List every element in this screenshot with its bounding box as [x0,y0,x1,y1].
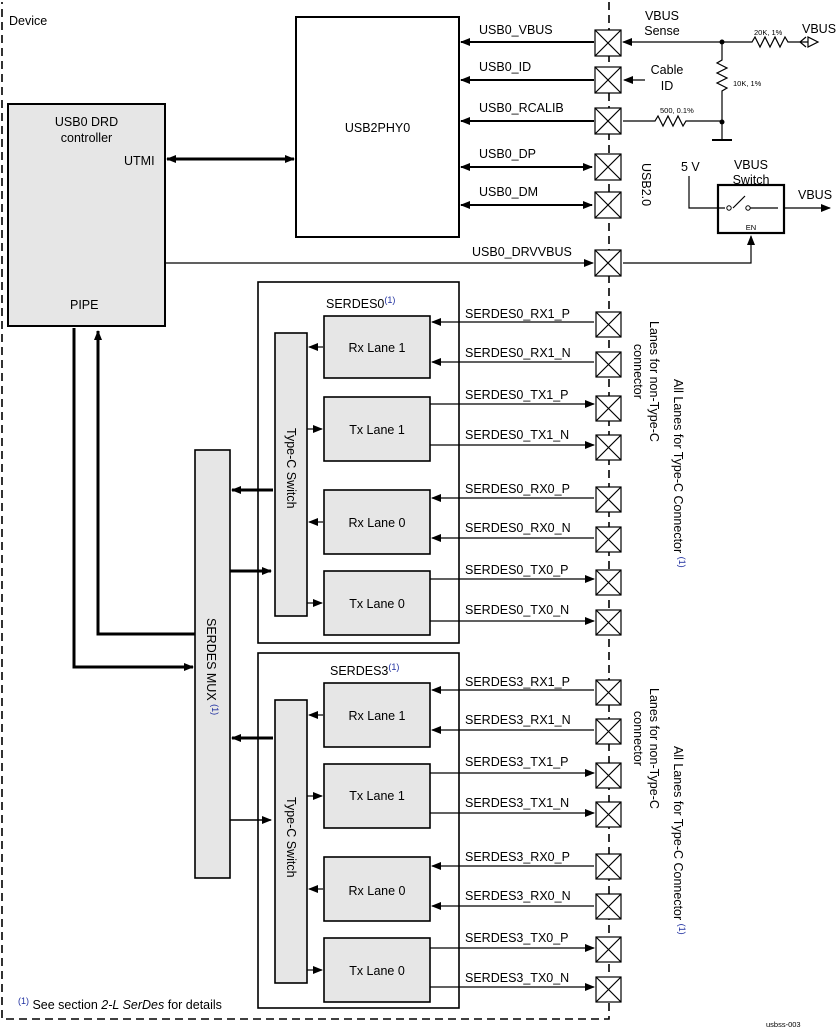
serdes0-tx0-label: Tx Lane 0 [349,597,405,611]
serdes3-switch [274,699,308,984]
serdes3-tx1-label: Tx Lane 1 [349,789,405,803]
r20k-label: 20K, 1% [754,28,783,37]
serdes-mux-box [194,449,231,879]
serdes0-rx0 [323,489,431,555]
serdes0-tx1-label: Tx Lane 1 [349,423,405,437]
usb-controller-box [7,103,166,327]
serdes0-sig-7: SERDES0_TX0_N [465,603,570,617]
device-label: Device [9,14,48,28]
serdes0-sig-5: SERDES0_RX0_N [465,521,571,535]
serdes3-sig-6: SERDES3_TX0_P [465,931,569,945]
serdes3-switch-label: Type-C Switch [284,797,298,878]
resistor-10k [715,42,729,122]
serdes3-sig-7: SERDES3_TX0_N [465,971,570,985]
en-label: EN [745,223,757,232]
serdes0-tx1 [323,396,431,462]
pin-usb0-vbus [594,29,622,57]
side-non-typec-0-line2: connector [631,344,645,399]
pin-usb0-drvvbus [594,249,622,277]
usb0-vbus-label: USB0_VBUS [479,23,553,37]
serdes3-sig-3: SERDES3_TX1_N [465,796,570,810]
serdes0-rx1-label: Rx Lane 1 [348,341,406,355]
drvvbus-to-switch [623,235,755,264]
pin-usb0-dp [594,153,622,181]
serdes0-switch [274,332,308,617]
vbus-switch-1: VBUS [733,158,769,172]
cable-id-1: Cable [650,63,684,77]
serdes0-switch-label: Type-C Switch [284,428,298,509]
serdes3-sig-5: SERDES3_RX0_N [465,889,571,903]
r500-label: 500, 0.1% [660,106,694,115]
serdes0-rx1 [323,315,431,379]
r10k-label: 10K, 1% [733,79,762,88]
pipe-to-mux [72,328,194,671]
mux-to-pipe [94,330,195,636]
serdes3-tx0 [323,937,431,1003]
serdes3-sig-4: SERDES3_RX0_P [465,850,570,864]
serdes-pins [595,311,622,1003]
controller-title-1: USB0 DRD [54,115,119,129]
pin-usb0-rcalib [594,107,622,135]
five-v-label: 5 V [681,160,700,174]
usb0-rcalib-label: USB0_RCALIB [479,101,564,115]
pin-usb0-id [594,66,622,94]
utmi-label: UTMI [124,154,155,168]
serdes0-tx0 [323,570,431,636]
serdes3-title: SERDES3(1) [330,662,400,679]
side-all-lanes-0: All Lanes for Type-C Connector (1) [670,379,687,568]
serdes3-sig-1: SERDES3_RX1_N [465,713,571,727]
cable-id-2: ID [660,79,674,93]
serdes0-rx0-label: Rx Lane 0 [348,516,406,530]
vbus-top-label: VBUS [802,22,837,36]
serdes0-sig-0: SERDES0_RX1_P [465,307,570,321]
usb0-dp-label: USB0_DP [479,147,536,161]
serdes3-rx0-label: Rx Lane 0 [348,884,406,898]
serdes0-sig-4: SERDES0_RX0_P [465,482,570,496]
side-non-typec-3-line2: connector [631,711,645,766]
controller-title-2: controller [60,131,113,145]
vbus-out-label: VBUS [798,188,833,202]
serdes0-sig-1: SERDES0_RX1_N [465,346,571,360]
serdes0-sig-6: SERDES0_TX0_P [465,563,569,577]
usb0-dm-label: USB0_DM [479,185,539,199]
figure-id: usbss-003 [766,1020,801,1029]
serdes0-sig-3: SERDES0_TX1_N [465,428,570,442]
resistor-20k [722,35,800,49]
side-all-lanes-3: All Lanes for Type-C Connector (1) [670,746,687,935]
usb-pins [594,29,622,277]
pipe-label: PIPE [70,298,99,312]
usb2phy-label: USB2PHY0 [344,121,411,135]
serdes3-rx1 [323,682,431,748]
side-non-typec-0-line1: Lanes for non-Type-C [647,321,661,442]
vbus-sense-1: VBUS [644,9,680,23]
serdes0-title: SERDES0(1) [326,295,396,312]
usb20-label: USB2.0 [639,163,653,207]
serdes0-sig-2: SERDES0_TX1_P [465,388,569,402]
serdes3-tx0-label: Tx Lane 0 [349,964,405,978]
serdes3-rx1-label: Rx Lane 1 [348,709,406,723]
resistor-500 [623,114,722,128]
side-non-typec-3-line1: Lanes for non-Type-C [647,688,661,809]
usb0-id-label: USB0_ID [479,60,532,74]
serdes-mux-label: SERDES MUX (1) [203,618,220,716]
serdes3-tx1 [323,763,431,829]
footnote: (1) See section 2-L SerDes for details [18,996,222,1013]
usb0-drvvbus-label: USB0_DRVVBUS [472,245,572,259]
vbus-sense-2: Sense [644,24,680,38]
serdes3-rx0 [323,856,431,922]
pin-usb0-dm [594,191,622,219]
vbus-switch-2: Switch [732,173,770,187]
usb2phy-box [295,16,460,238]
serdes3-sig-0: SERDES3_RX1_P [465,675,570,689]
serdes3-sig-2: SERDES3_TX1_P [465,755,569,769]
